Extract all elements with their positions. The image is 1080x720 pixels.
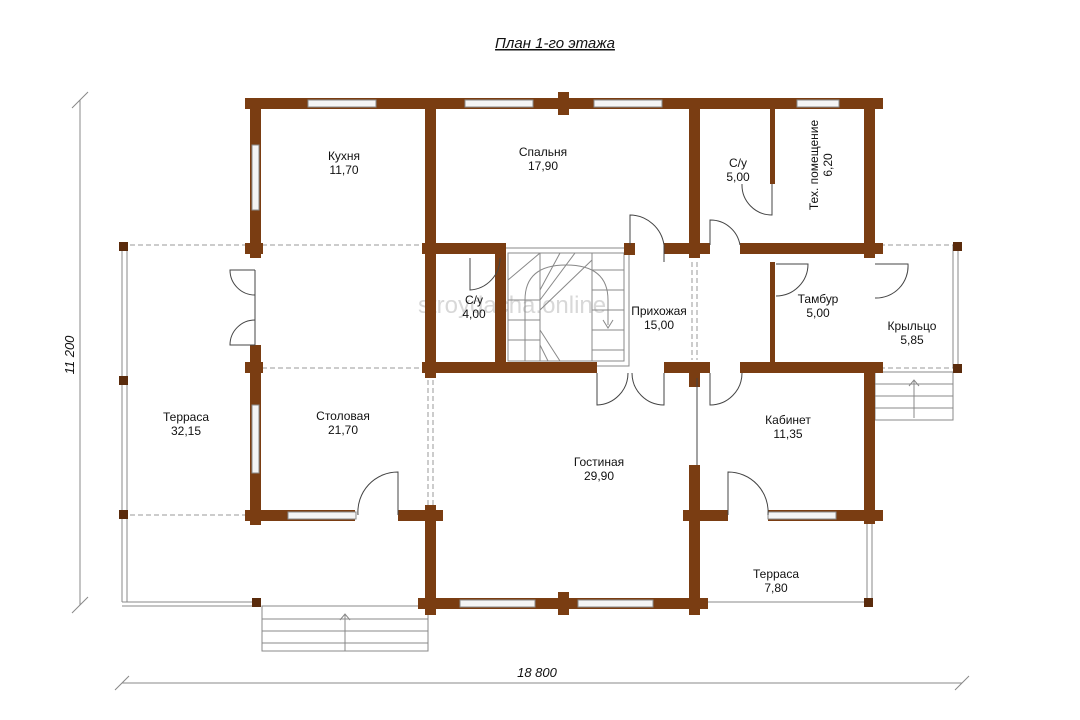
room-porch: Крыльцо 5,85: [888, 319, 937, 347]
room-area: 11,70: [329, 163, 358, 177]
porch-stairs: [874, 371, 954, 421]
room-name: Спальня: [519, 145, 567, 159]
dimension-width: 18 800: [114, 665, 970, 691]
room-bedroom: Спальня 17,90: [519, 145, 567, 173]
room-name: Крыльцо: [888, 319, 937, 333]
room-area: 21,70: [328, 423, 358, 437]
window: [796, 99, 840, 108]
window: [593, 99, 663, 108]
room-area: 5,85: [900, 333, 924, 347]
room-area: 17,90: [528, 159, 558, 173]
room-hallway: Прихожая 15,00: [631, 304, 687, 332]
window: [307, 99, 377, 108]
watermark: stroydacha.online: [418, 292, 606, 319]
room-name: Тех. помещение: [807, 120, 821, 211]
room-area: 4,00: [462, 307, 486, 321]
room-tech: Тех. помещение 6,20: [807, 120, 835, 211]
room-area: 6,20: [821, 153, 835, 177]
terrace-right-outline: [700, 520, 873, 603]
room-living: Гостиная 29,90: [574, 455, 624, 483]
interior-dashed-lines: [262, 244, 698, 505]
room-name: Кухня: [328, 149, 360, 163]
posts: [119, 242, 962, 607]
porch-outline: [872, 244, 959, 369]
room-name: Тамбур: [798, 292, 839, 306]
room-area: 32,15: [171, 424, 201, 438]
room-area: 5,00: [726, 170, 750, 184]
dimension-width-label: 18 800: [517, 665, 558, 680]
window: [459, 599, 536, 608]
room-name: Столовая: [316, 409, 370, 423]
room-name: С/у: [729, 156, 747, 170]
room-study: Кабинет 11,35: [765, 413, 811, 441]
room-name: Прихожая: [631, 304, 687, 318]
window: [287, 511, 357, 520]
room-dining: Столовая 21,70: [316, 409, 370, 437]
window: [251, 144, 260, 211]
room-name: Терраса: [753, 567, 799, 581]
doors: [229, 183, 909, 516]
room-name: Гостиная: [574, 455, 624, 469]
room-bathroom-mid: С/у 4,00: [462, 293, 486, 321]
room-area: 29,90: [584, 469, 614, 483]
room-area: 11,35: [773, 427, 802, 441]
room-terrace-left: Терраса 32,15: [163, 410, 209, 438]
window: [767, 511, 837, 520]
room-area: 7,80: [764, 581, 788, 595]
window: [251, 404, 260, 474]
plan-title: План 1-го этажа: [495, 35, 615, 52]
room-bathroom-top: С/у 5,00: [726, 156, 750, 184]
room-name: Кабинет: [765, 413, 811, 427]
room-terrace-right: Терраса 7,80: [753, 567, 799, 595]
room-name: С/у: [465, 293, 483, 307]
room-name: Терраса: [163, 410, 209, 424]
terrace-left-outline: [121, 244, 255, 607]
dimension-height: 11 200: [62, 91, 89, 614]
terrace-stairs: [261, 605, 429, 652]
room-kitchen: Кухня 11,70: [328, 149, 360, 177]
dimension-height-label: 11 200: [62, 335, 77, 375]
window: [577, 599, 654, 608]
room-area: 5,00: [806, 306, 830, 320]
windows: [251, 99, 840, 608]
room-area: 15,00: [644, 318, 674, 332]
room-vestibule: Тамбур 5,00: [798, 292, 839, 320]
window: [464, 99, 534, 108]
